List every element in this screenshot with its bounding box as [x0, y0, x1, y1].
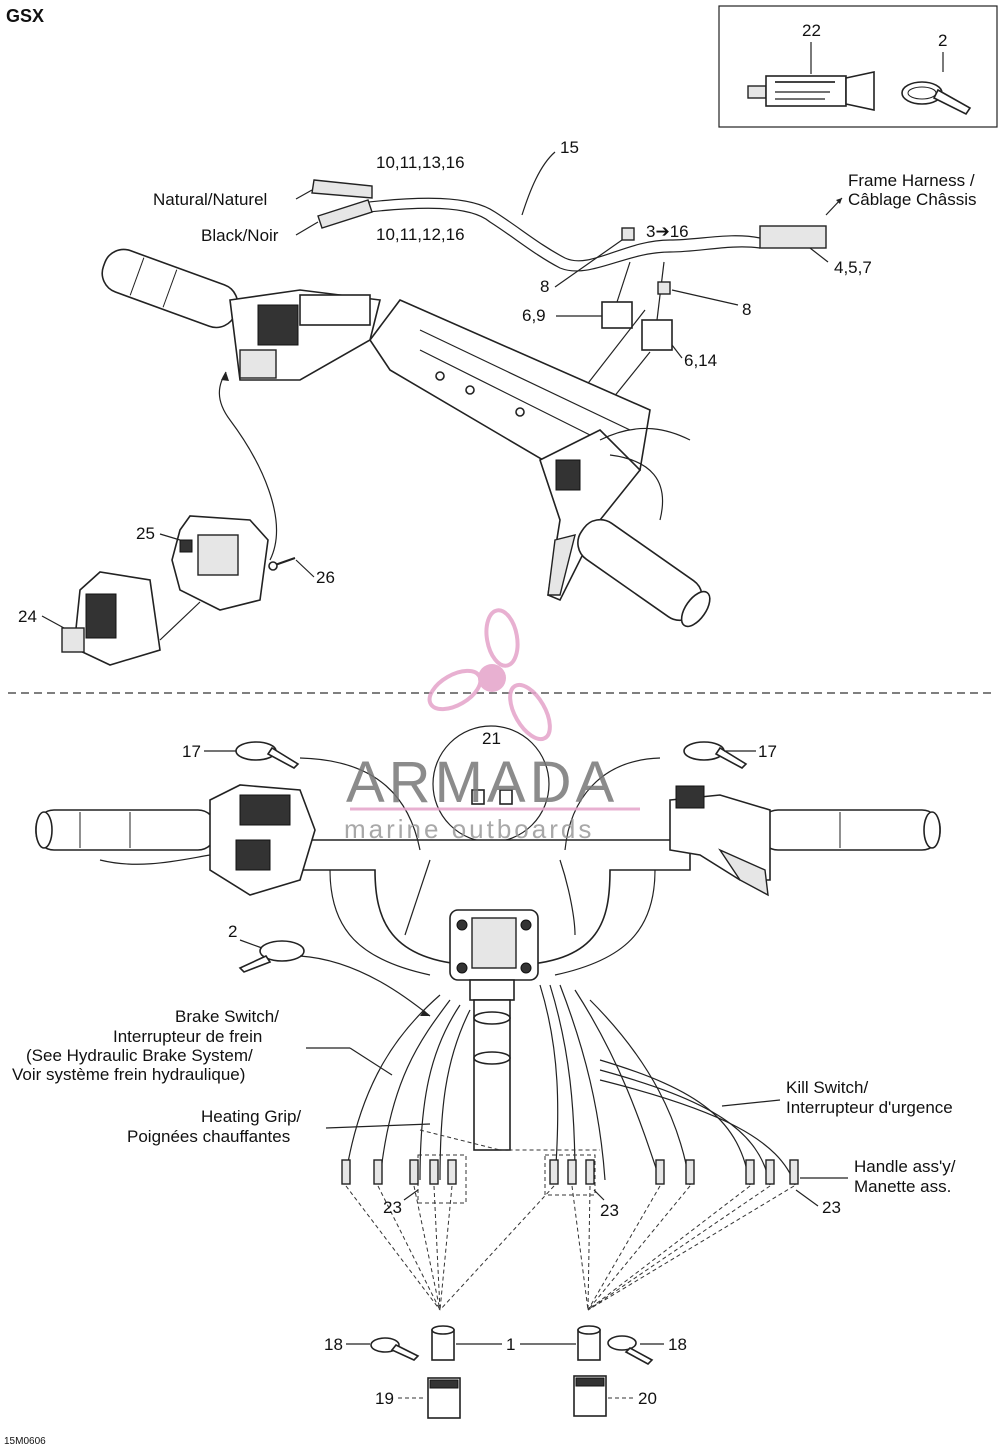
callout-10-11-13-16: 10,11,13,16: [376, 153, 465, 172]
callout-8-right: 8: [742, 300, 751, 319]
tie-strap-icon: [901, 81, 972, 116]
label-kill-fr: Interrupteur d'urgence: [786, 1098, 953, 1117]
label-heating-en: Heating Grip/: [201, 1107, 301, 1126]
watermark-brand: ARMADA: [346, 750, 618, 815]
right-throttle-housing: [539, 429, 642, 602]
callout-18-left: 18: [324, 1335, 343, 1354]
connector-6-14: [641, 319, 673, 351]
callout-6-14: 6,14: [684, 351, 717, 370]
natural-connector: [311, 179, 373, 199]
label-handle-fr: Manette ass.: [854, 1177, 951, 1196]
right-grip: [577, 518, 711, 628]
upper-handlebar-assembly: [61, 151, 843, 666]
label-brake-en: Brake Switch/: [175, 1007, 279, 1026]
label-natural: Natural/Naturel: [153, 190, 267, 209]
connector-pack-20: [573, 1375, 607, 1417]
label-brake-see-en: (See Hydraulic Brake System/: [26, 1046, 253, 1065]
callout-24: 24: [18, 607, 37, 626]
switch-module: [61, 571, 161, 666]
watermark: ARMADA marine outboards: [344, 608, 640, 844]
callout-17-right: 17: [758, 742, 777, 761]
switch-cover: [171, 515, 269, 611]
tie-strap-17-left: [235, 741, 300, 769]
callout-20: 20: [638, 1389, 657, 1408]
right-grip-lower: [759, 809, 941, 851]
callout-19: 19: [375, 1389, 394, 1408]
callout-22: 22: [802, 21, 821, 40]
connector-pack-19: [427, 1377, 461, 1419]
upper-callouts: 15 10,11,13,16 Natural/Naturel Black/Noi…: [18, 138, 977, 629]
callout-25: 25: [136, 524, 155, 543]
connector-6-9: [601, 301, 633, 329]
clip-18-left: [370, 1337, 420, 1361]
left-grip: [101, 248, 239, 329]
tie-strap-2: [238, 940, 305, 973]
screw: [268, 557, 296, 571]
sleeve-left: [431, 1325, 455, 1361]
right-throttle-lower: [669, 785, 771, 897]
lower-callouts: 17 17 21 2 Brake Switch/ Interrupteur de…: [4, 729, 956, 1447]
callout-6-9: 6,9: [522, 306, 546, 325]
label-brake-fr: Interrupteur de frein: [113, 1027, 262, 1046]
frame-harness-connector: [759, 225, 827, 249]
callout-8-left: 8: [540, 277, 549, 296]
callout-23-middle: 23: [600, 1201, 619, 1220]
label-frame-harness-en: Frame Harness /: [848, 171, 975, 190]
callout-1: 1: [506, 1335, 515, 1354]
propeller-logo-icon: [427, 608, 552, 742]
lower-handlebar-assembly: [35, 725, 941, 1419]
callout-21: 21: [482, 729, 501, 748]
callout-4-5-7: 4,5,7: [834, 258, 872, 277]
tie-strap-17-right: [683, 741, 748, 769]
black-connector: [317, 199, 373, 229]
callout-17-left: 17: [182, 742, 201, 761]
left-switch-housing: [229, 289, 381, 381]
callout-10-11-12-16: 10,11,12,16: [376, 225, 465, 244]
callout-2-inset: 2: [938, 31, 947, 50]
page-title: GSX: [6, 6, 44, 26]
label-frame-harness-fr: Câblage Châssis: [848, 190, 977, 209]
callout-3-16: 3➔16: [646, 222, 689, 241]
callout-15: 15: [560, 138, 579, 157]
callout-26: 26: [316, 568, 335, 587]
inset-box: 22 2: [718, 5, 998, 128]
watermark-tagline: marine outboards: [344, 814, 594, 844]
label-kill-en: Kill Switch/: [786, 1078, 868, 1097]
sleeve-right: [577, 1325, 601, 1361]
label-black: Black/Noir: [201, 226, 279, 245]
label-heating-fr: Poignées chauffantes: [127, 1127, 290, 1146]
riser-clamp: [449, 909, 539, 1001]
callout-23-right: 23: [822, 1198, 841, 1217]
label-handle-en: Handle ass'y/: [854, 1157, 956, 1176]
callout-23-left: 23: [383, 1198, 402, 1217]
left-switch-housing-lower: [209, 784, 316, 896]
callout-2-lower: 2: [228, 922, 237, 941]
left-grip-lower: [35, 809, 217, 851]
grease-tube-icon: [747, 71, 875, 111]
label-brake-see-fr: Voir système frein hydraulique): [12, 1065, 245, 1084]
clip-18-right: [607, 1335, 654, 1365]
callout-18-right: 18: [668, 1335, 687, 1354]
figure-code: 15M0606: [4, 1436, 46, 1447]
